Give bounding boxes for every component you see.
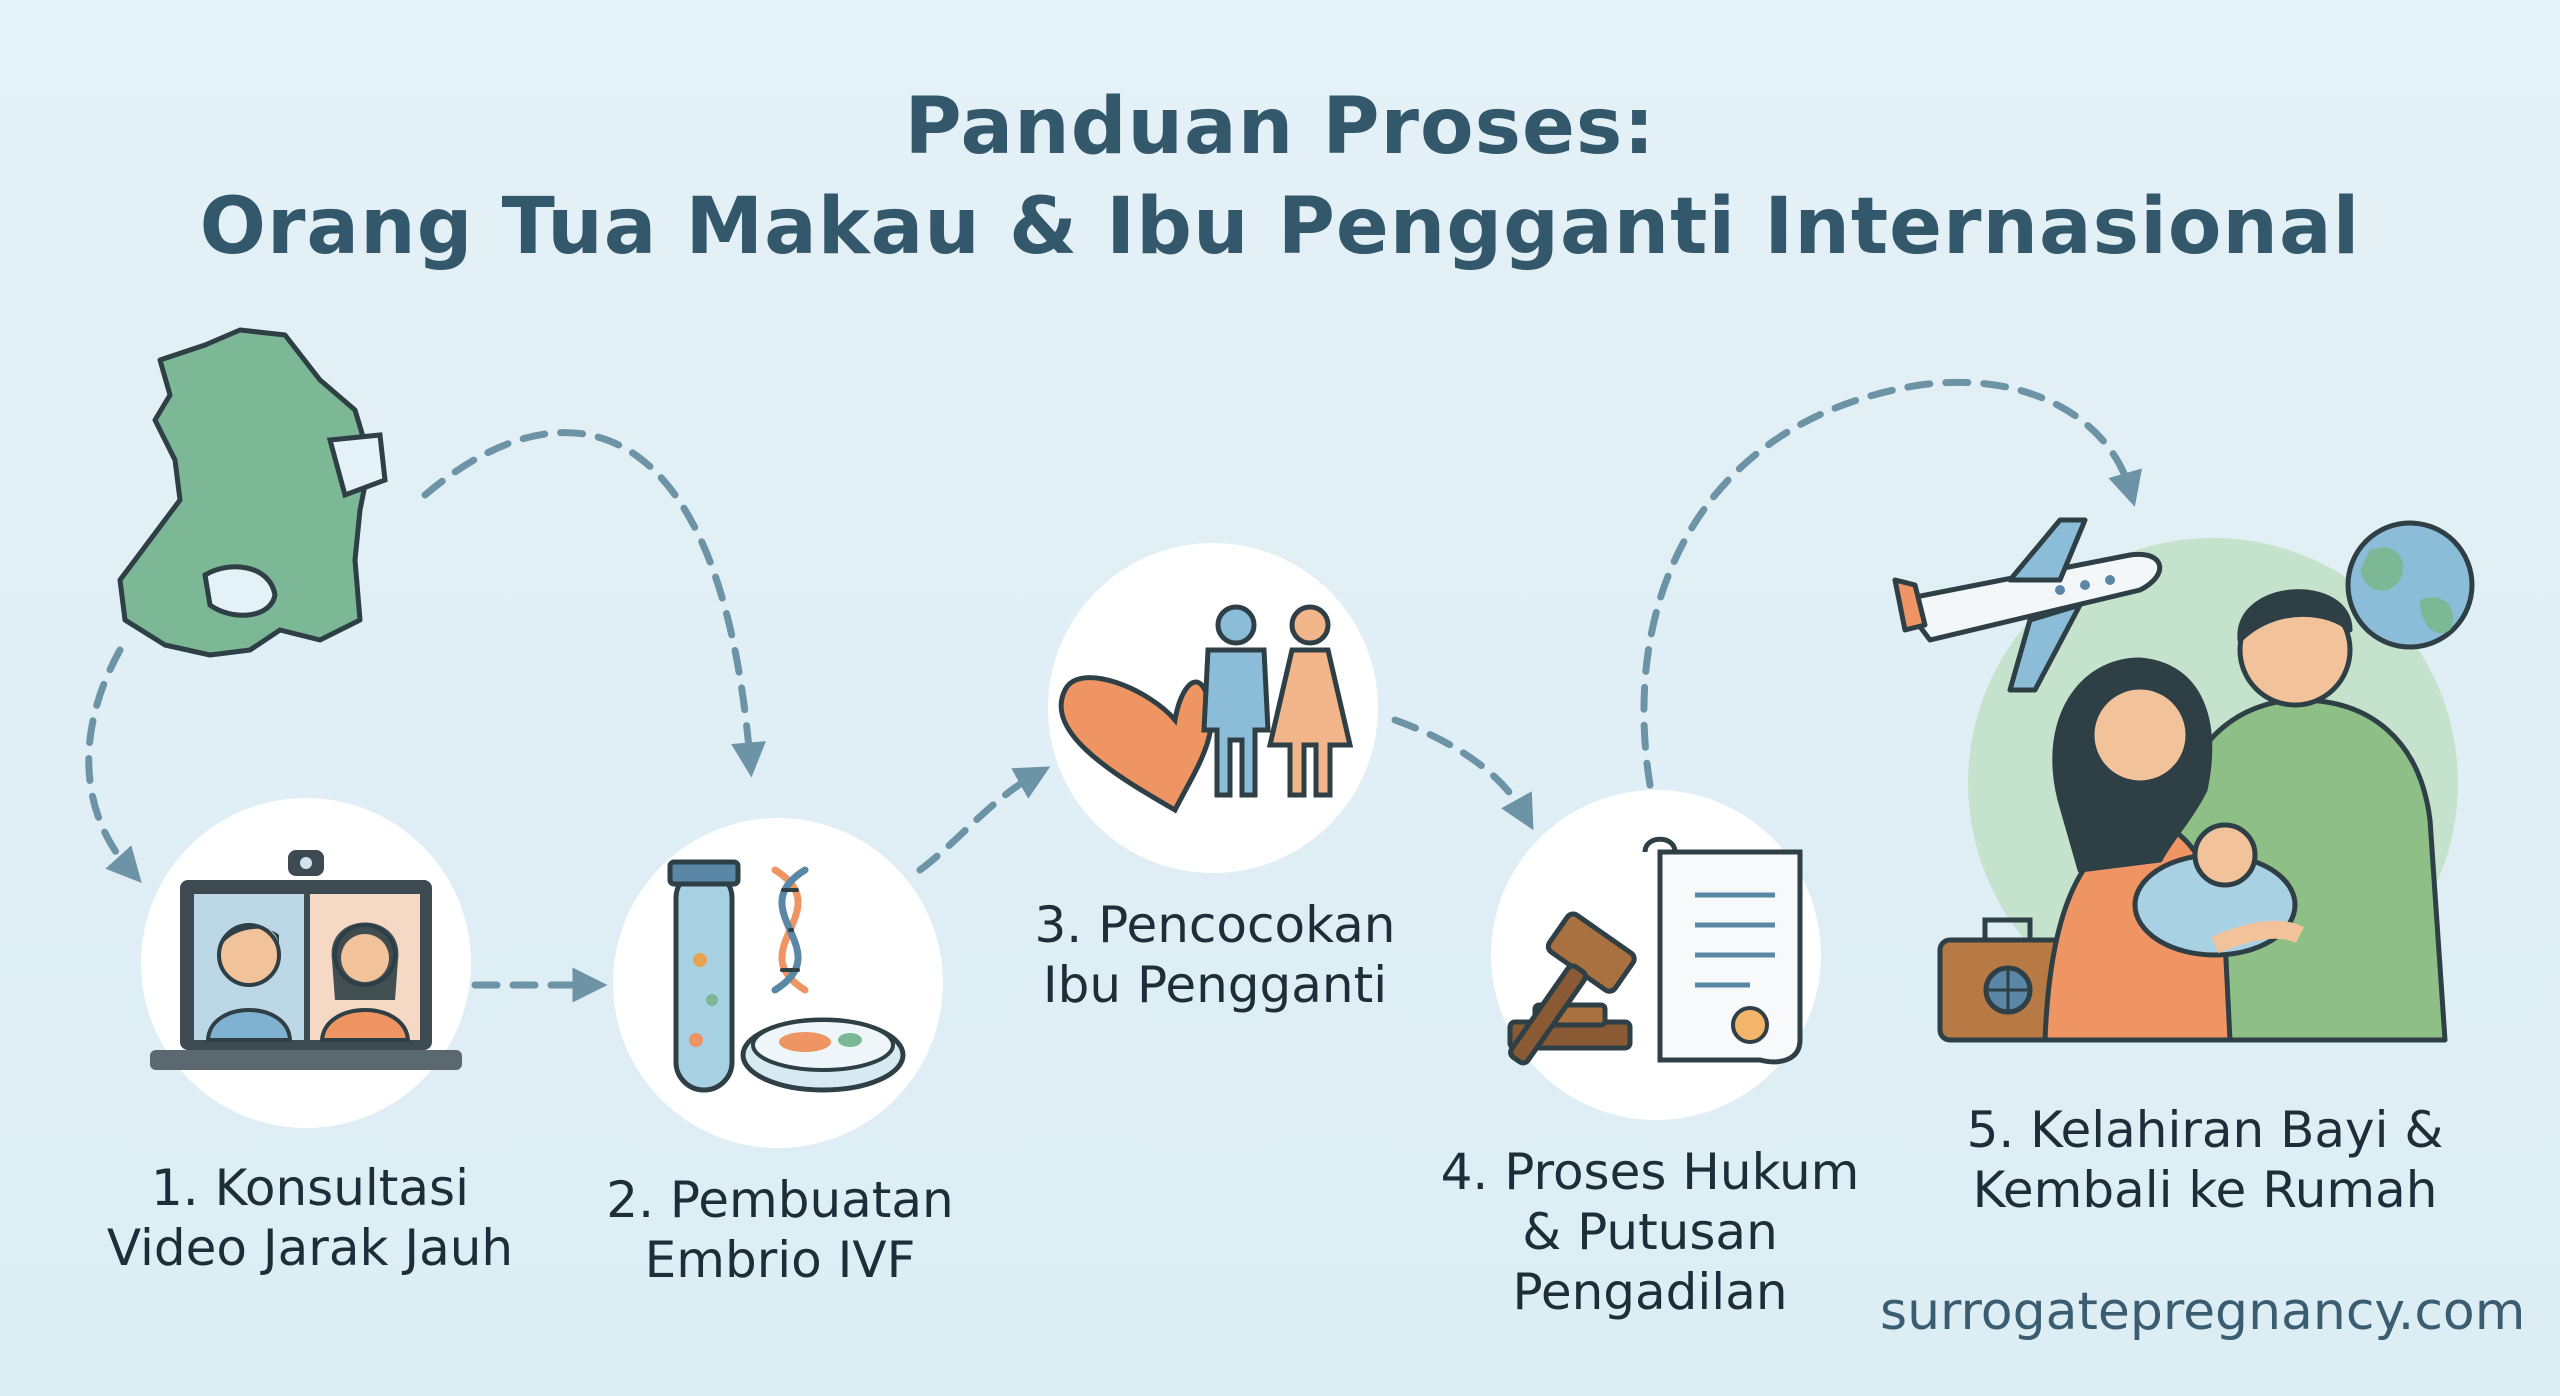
arrow-map-to-step1 bbox=[85, 646, 142, 884]
step-2-label: 2. Pembuatan Embrio IVF bbox=[530, 1170, 1030, 1290]
globe-icon bbox=[2345, 520, 2475, 650]
arrow-step2-to-step3 bbox=[916, 766, 1051, 874]
step-1-label-line-1: 1. Konsultasi bbox=[151, 1159, 469, 1217]
step3-matching-icon bbox=[1048, 543, 1378, 873]
macau-map-icon bbox=[117, 327, 388, 658]
step-5-label-line-2: Kembali ke Rumah bbox=[1972, 1161, 2438, 1219]
heart-icon bbox=[1058, 675, 1215, 814]
step-4-label-line-2: & Putusan bbox=[1522, 1203, 1778, 1261]
test-tube-icon bbox=[667, 859, 741, 1093]
step2-ivf-icon bbox=[613, 818, 943, 1148]
page-title-line-2: Orang Tua Makau & Ibu Pengganti Internas… bbox=[199, 182, 2361, 272]
step-3-label-line-2: Ibu Pengganti bbox=[1042, 956, 1388, 1014]
step-4-label-line-3: Pengadilan bbox=[1512, 1263, 1788, 1321]
step-2-label-line-2: Embrio IVF bbox=[644, 1231, 916, 1289]
dna-icon bbox=[771, 866, 809, 994]
airplane-icon bbox=[1892, 517, 2163, 693]
step5-family-icon bbox=[1892, 517, 2475, 1043]
step-1-label-line-2: Video Jarak Jauh bbox=[106, 1219, 514, 1277]
step-4-label: 4. Proses Hukum & Putusan Pengadilan bbox=[1400, 1142, 1900, 1322]
step-3-label-line-1: 3. Pencocokan bbox=[1034, 896, 1396, 954]
arrow-map-to-step2 bbox=[421, 429, 766, 778]
step-1-label: 1. Konsultasi Video Jarak Jauh bbox=[60, 1158, 560, 1278]
step4-legal-icon bbox=[1491, 790, 1821, 1120]
step1-video-call-icon bbox=[141, 798, 471, 1128]
couple-icon bbox=[1201, 604, 1354, 798]
website-url: surrogatepregnancy.com bbox=[1880, 1282, 2526, 1342]
arrow-step3-to-step4 bbox=[1391, 716, 1534, 831]
step-3-label: 3. Pencocokan Ibu Pengganti bbox=[965, 895, 1465, 1015]
step-5-label-line-1: 5. Kelahiran Bayi & bbox=[1966, 1101, 2444, 1159]
suitcase-icon bbox=[1937, 917, 2078, 1043]
gavel-icon bbox=[1507, 911, 1637, 1066]
family-icon bbox=[2042, 589, 2448, 1043]
petri-dish-icon bbox=[740, 1017, 906, 1093]
document-icon bbox=[1642, 836, 1803, 1065]
page-title-line-1: Panduan Proses: bbox=[904, 82, 1656, 172]
flow-arrows bbox=[85, 378, 2143, 1003]
arrow-step4-to-step5 bbox=[1640, 378, 2143, 789]
step-4-label-line-1: 4. Proses Hukum bbox=[1440, 1143, 1860, 1201]
step-5-label: 5. Kelahiran Bayi & Kembali ke Rumah bbox=[1915, 1100, 2495, 1220]
step-2-label-line-1: 2. Pembuatan bbox=[606, 1171, 954, 1229]
